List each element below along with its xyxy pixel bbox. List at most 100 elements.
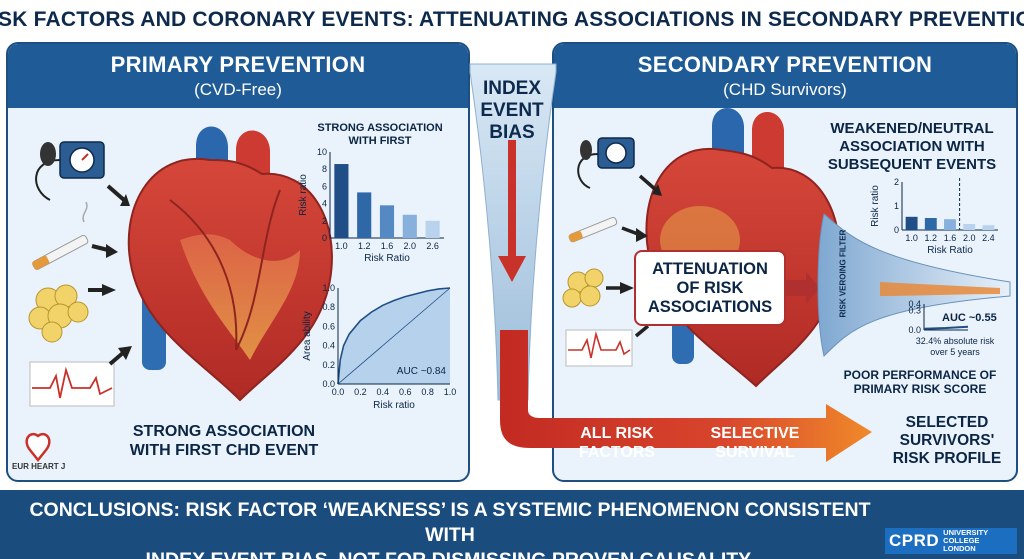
- ecg-icon: [29, 361, 115, 407]
- secondary-subheading: (CHD Survivors): [723, 80, 847, 99]
- right-factor-arrows: [606, 174, 662, 338]
- x-tick-label: 0.0: [332, 387, 345, 397]
- risk-filter-label: RISK VEROING FILTER: [838, 229, 848, 318]
- right-auc-label: AUC ~0.55: [942, 312, 997, 324]
- secondary-prevention-panel: SECONDARY PREVENTION (CHD Survivors): [552, 42, 1018, 482]
- left-auc-curve-chart: 0.0 0.2 0.4 0.6 0.8 1.0 0.0 0.2 0.4 0.6 0.8 1.0Risk…: [302, 283, 457, 411]
- bar: [905, 216, 918, 230]
- y-tick-label: 0: [322, 233, 327, 243]
- all-risk-factors-label: ALL RISK FACTORS: [578, 425, 656, 461]
- funnel-arrow-shaft: [508, 140, 516, 260]
- y-axis-title: Risk ratio: [298, 174, 309, 216]
- attenuation-arrow: [786, 272, 820, 304]
- x-tick-label: 1.0: [905, 233, 918, 243]
- secondary-cigarette-icon: [568, 216, 618, 243]
- x-tick-label: 2.4: [982, 233, 995, 243]
- secondary-panel-header: SECONDARY PREVENTION (CHD Survivors): [554, 44, 1016, 108]
- x-tick-label: 0.2: [354, 387, 367, 397]
- y-tick-label: 0.4: [322, 341, 335, 351]
- y-tick-label: 2: [322, 216, 327, 226]
- blood-pressure-icon: [35, 141, 105, 201]
- bias-line-3: BIAS: [489, 122, 535, 143]
- left-bar-chart-title: STRONG ASSOCIATION WITH FIRST: [317, 122, 443, 147]
- conclusion-text: CONCLUSIONS: RISK FACTOR ‘WEAKNESS’ IS A…: [29, 499, 871, 559]
- x-tick-label: 2.6: [426, 241, 439, 251]
- right-auc-mini-chart: 0.0 0.30.4: [908, 300, 969, 335]
- x-tick-label: 1.0: [444, 387, 457, 397]
- conclusion-bar: [0, 490, 1024, 559]
- y-tick-label: 1: [894, 201, 899, 211]
- x-tick-label: 0.8: [421, 387, 434, 397]
- secondary-bp-icon: [577, 137, 635, 189]
- absolute-risk-text: 32.4% absolute risk over 5 years: [915, 336, 995, 357]
- bar: [924, 218, 937, 230]
- x-tick-label: 1.0: [335, 241, 348, 251]
- poor-performance-text: POOR PERFORMANCE OF PRIMARY RISK SCORE: [843, 368, 997, 396]
- primary-caption: STRONG ASSOCIATION WITH FIRST CHD EVENT: [129, 423, 319, 459]
- secondary-fat-cells-icon: [562, 268, 604, 308]
- bar: [357, 192, 372, 238]
- x-tick-label: 1.2: [358, 241, 371, 251]
- cprd-ucl-logo: CPRD UNIVERSITY COLLEGE LONDON: [885, 528, 1017, 554]
- x-tick-label: 1.6: [381, 241, 394, 251]
- funnel-arrow-head: [498, 256, 526, 282]
- selective-survival-label: SELECTIVE SURVIVAL: [710, 425, 800, 461]
- bias-line-1: INDEX: [482, 78, 542, 99]
- y-tick-label: 0.8: [322, 302, 335, 312]
- y-tick-label: 0.6: [322, 321, 335, 331]
- left-factor-arrows: [88, 184, 132, 366]
- bar: [963, 224, 976, 230]
- primary-subheading: (CVD-Free): [194, 80, 282, 99]
- y-tick-label: 4: [322, 199, 327, 209]
- primary-heading: PRIMARY PREVENTION: [110, 52, 366, 77]
- x-axis-title: Risk Ratio: [364, 253, 410, 264]
- secondary-ecg-icon: [565, 329, 633, 367]
- bar: [982, 225, 995, 230]
- y-tick-label: 2: [894, 177, 899, 187]
- y-tick-label: 10: [317, 147, 327, 157]
- weakened-association-caption: WEAKENED/NEUTRAL ASSOCIATION WITH SUBSEQ…: [827, 120, 997, 173]
- filter-output-arrow: [880, 282, 1000, 296]
- eur-heart-logo-icon: [25, 433, 51, 463]
- cigarette-icon: [32, 201, 89, 270]
- y-tick-label: 6: [322, 181, 327, 191]
- selected-survivors-caption: SELECTED SURVIVORS' RISK PROFILE: [892, 414, 1002, 467]
- x-tick-label: 1.6: [944, 233, 957, 243]
- bar: [334, 164, 349, 238]
- x-tick-label: 0.4: [377, 387, 390, 397]
- x-tick-label: 2.0: [404, 241, 417, 251]
- cprd-logo-text: CPRD: [889, 531, 940, 550]
- bias-line-2: EVENT: [480, 100, 544, 121]
- primary-heart-illustration: [127, 126, 333, 402]
- title-bar: RISK FACTORS AND CORONARY EVENTS: ATTENU…: [0, 0, 1024, 40]
- primary-panel-header: PRIMARY PREVENTION (CVD-Free): [8, 44, 468, 108]
- y-tick-label: 0: [894, 225, 899, 235]
- selection-flow-arrow: [500, 330, 872, 462]
- y-tick-label: 0.4: [908, 300, 921, 309]
- diagonal-reference-line: [337, 287, 451, 385]
- y-tick-label: 0.0: [908, 325, 921, 335]
- y-axis-title: Risk ratio: [870, 185, 881, 227]
- bar: [425, 220, 440, 238]
- y-tick-label: 1.0: [322, 283, 335, 293]
- page-title: RISK FACTORS AND CORONARY EVENTS: ATTENU…: [0, 8, 1024, 31]
- eur-heart-j-logo: EUR HEART J: [12, 462, 66, 471]
- auc-mini-line: [923, 325, 969, 330]
- index-event-bias-label: INDEX EVENT BIAS: [470, 78, 554, 144]
- bar: [944, 219, 956, 230]
- x-tick-label: 2.0: [963, 233, 976, 243]
- x-tick-label: 1.2: [925, 233, 938, 243]
- bar: [379, 205, 395, 238]
- attenuation-box: ATTENUATION OF RISK ASSOCIATIONS: [634, 250, 786, 326]
- x-axis-title: Risk ratio: [373, 400, 415, 411]
- y-tick-label: 0.2: [322, 360, 335, 370]
- roc-curve: [337, 287, 451, 385]
- y-tick-label: 8: [322, 164, 327, 174]
- x-tick-label: 0.6: [399, 387, 412, 397]
- y-tick-label: 0.3: [908, 306, 921, 316]
- auc-annotation: AUC ~0.84: [397, 366, 447, 377]
- y-tick-label: 0.0: [322, 379, 335, 389]
- secondary-heart-illustration: [645, 108, 841, 388]
